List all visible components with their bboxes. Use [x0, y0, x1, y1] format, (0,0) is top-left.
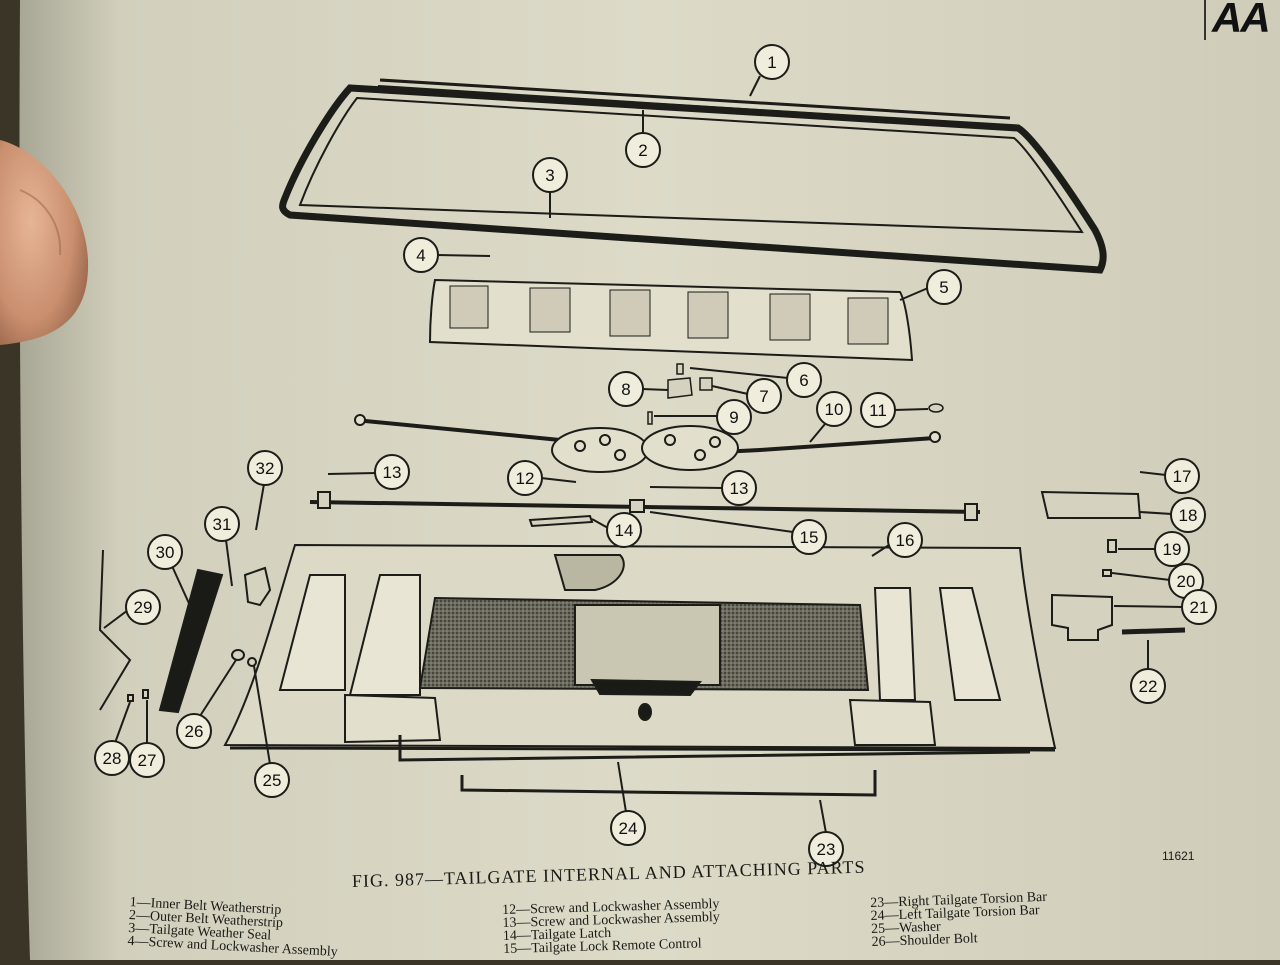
lock-remote-rods	[309, 491, 981, 528]
svg-text:3: 3	[545, 166, 554, 185]
right-side-parts	[1040, 490, 1186, 641]
svg-text:24: 24	[619, 819, 638, 838]
svg-text:18: 18	[1179, 506, 1198, 525]
callout-20: 20	[1111, 563, 1204, 599]
svg-text:6: 6	[799, 371, 808, 390]
callout-16: 16	[871, 522, 923, 558]
callout-24: 24	[610, 761, 646, 846]
callout-23: 23	[808, 799, 844, 867]
svg-text:9: 9	[729, 408, 738, 427]
svg-text:31: 31	[213, 515, 232, 534]
callout-5: 5	[899, 269, 962, 305]
svg-text:25: 25	[263, 771, 282, 790]
svg-text:21: 21	[1190, 598, 1209, 617]
svg-text:12: 12	[516, 469, 535, 488]
remote-control-linkage	[354, 414, 941, 473]
torsion-bars	[398, 735, 1031, 797]
svg-text:16: 16	[896, 531, 915, 550]
svg-text:13: 13	[383, 463, 402, 482]
callout-32: 32	[247, 450, 283, 531]
parts-legend-column-1: 1—Inner Belt Weatherstrip 2—Outer Belt W…	[127, 895, 340, 960]
callout-30: 30	[147, 534, 193, 611]
svg-text:17: 17	[1173, 467, 1192, 486]
latch-small-parts	[647, 363, 944, 425]
callout-9: 9	[654, 399, 752, 435]
callout-8: 8	[608, 371, 669, 407]
inner-cover-plate	[428, 278, 914, 362]
callout-29: 29	[103, 589, 161, 629]
svg-text:8: 8	[621, 380, 630, 399]
callout-4: 4	[403, 237, 491, 273]
callout-2: 2	[625, 110, 661, 168]
svg-text:22: 22	[1139, 677, 1158, 696]
svg-text:2: 2	[638, 141, 647, 160]
callout-21: 21	[1113, 589, 1217, 625]
callout-12: 12	[507, 460, 577, 496]
svg-text:14: 14	[615, 521, 634, 540]
weather-seal-frame	[279, 78, 1107, 274]
svg-text:10: 10	[825, 400, 844, 419]
svg-text:26: 26	[185, 722, 204, 741]
tailgate-panel	[223, 543, 1057, 752]
svg-text:11: 11	[869, 401, 887, 420]
callout-18: 18	[1139, 497, 1206, 533]
callout-6: 6	[689, 362, 822, 398]
svg-text:1: 1	[767, 53, 776, 72]
svg-text:19: 19	[1163, 540, 1182, 559]
page-corner-label: AA	[1212, 0, 1271, 41]
svg-text:30: 30	[156, 543, 175, 562]
part-callouts: 1 2 3 4 5 6 7 8 9 10 11 12 13 13 14 15 1…	[94, 44, 1217, 867]
callout-25: 25	[253, 665, 290, 798]
left-side-parts	[98, 549, 272, 714]
svg-text:27: 27	[138, 751, 157, 770]
figure-number: 11621	[1162, 849, 1195, 863]
callout-14: 14	[591, 512, 642, 548]
callout-7: 7	[711, 378, 782, 414]
callout-28: 28	[94, 701, 131, 776]
svg-text:23: 23	[817, 840, 836, 859]
callout-31: 31	[204, 506, 240, 587]
callout-10: 10	[809, 391, 852, 443]
callout-1: 1	[749, 44, 790, 97]
parts-legend-column-2: 12—Screw and Lockwasher Assembly 13—Scre…	[502, 897, 721, 957]
svg-text:29: 29	[134, 598, 153, 617]
callout-22: 22	[1130, 640, 1166, 704]
svg-text:28: 28	[103, 749, 122, 768]
callout-19: 19	[1118, 531, 1190, 567]
callout-17: 17	[1139, 458, 1200, 494]
callout-13a: 13	[327, 454, 410, 490]
svg-text:7: 7	[759, 387, 768, 406]
callout-26: 26	[176, 659, 237, 749]
parts-legend-column-3: 23—Right Tailgate Torsion Bar 24—Left Ta…	[870, 890, 1049, 950]
callout-3: 3	[532, 157, 568, 218]
svg-text:15: 15	[800, 528, 819, 547]
svg-text:5: 5	[939, 278, 948, 297]
svg-text:13: 13	[730, 479, 749, 498]
svg-text:4: 4	[416, 246, 425, 265]
svg-text:20: 20	[1177, 572, 1196, 591]
callout-27: 27	[129, 700, 165, 778]
callout-11: 11	[860, 392, 929, 428]
callout-13b: 13	[649, 470, 757, 506]
callout-15: 15	[649, 511, 827, 555]
svg-text:32: 32	[256, 459, 275, 478]
